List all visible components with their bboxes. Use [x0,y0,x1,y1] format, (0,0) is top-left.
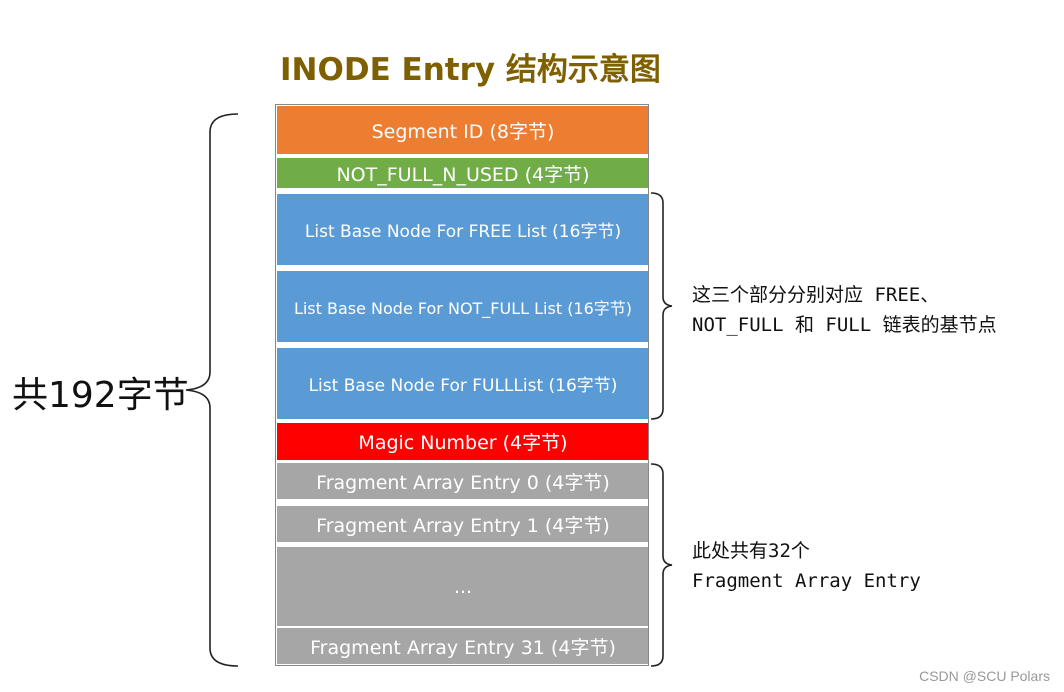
list-nodes-note-line2: NOT_FULL 和 FULL 链表的基节点 [692,314,997,336]
fragment-note-line1: 此处共有32个 [692,540,810,562]
fragment-entries-brace [650,463,673,667]
list-nodes-note: 这三个部分分别对应 FREE、 NOT_FULL 和 FULL 链表的基节点 [692,280,997,340]
not-full-n-used-block: NOT_FULL_N_USED (4字节) [275,156,651,190]
watermark: CSDN @SCU Polars [919,668,1050,684]
list-nodes-note-line1: 这三个部分分别对应 FREE、 [692,284,940,306]
list-full-block: List Base Node For FULLList (16字节) [275,346,651,421]
fragment-note: 此处共有32个 Fragment Array Entry [692,536,921,596]
list-free-block: List Base Node For FREE List (16字节) [275,192,651,267]
fragment-entry-1-block: Fragment Array Entry 1 (4字节) [275,504,651,544]
diagram-title: INODE Entry 结构示意图 [280,52,661,88]
total-size-brace [185,113,239,667]
list-not-full-block: List Base Node For NOT_FULL List (16字节) [275,269,651,344]
fragment-entry-31-block: Fragment Array Entry 31 (4字节) [275,626,651,666]
fragment-ellipsis-block: ... [275,545,651,628]
fragment-note-line2: Fragment Array Entry [692,570,921,592]
magic-number-block: Magic Number (4字节) [275,421,651,462]
total-size-label: 共192字节 [12,375,189,416]
segment-id-block: Segment ID (8字节) [275,104,651,156]
fragment-entry-0-block: Fragment Array Entry 0 (4字节) [275,461,651,501]
list-nodes-brace [650,192,673,420]
